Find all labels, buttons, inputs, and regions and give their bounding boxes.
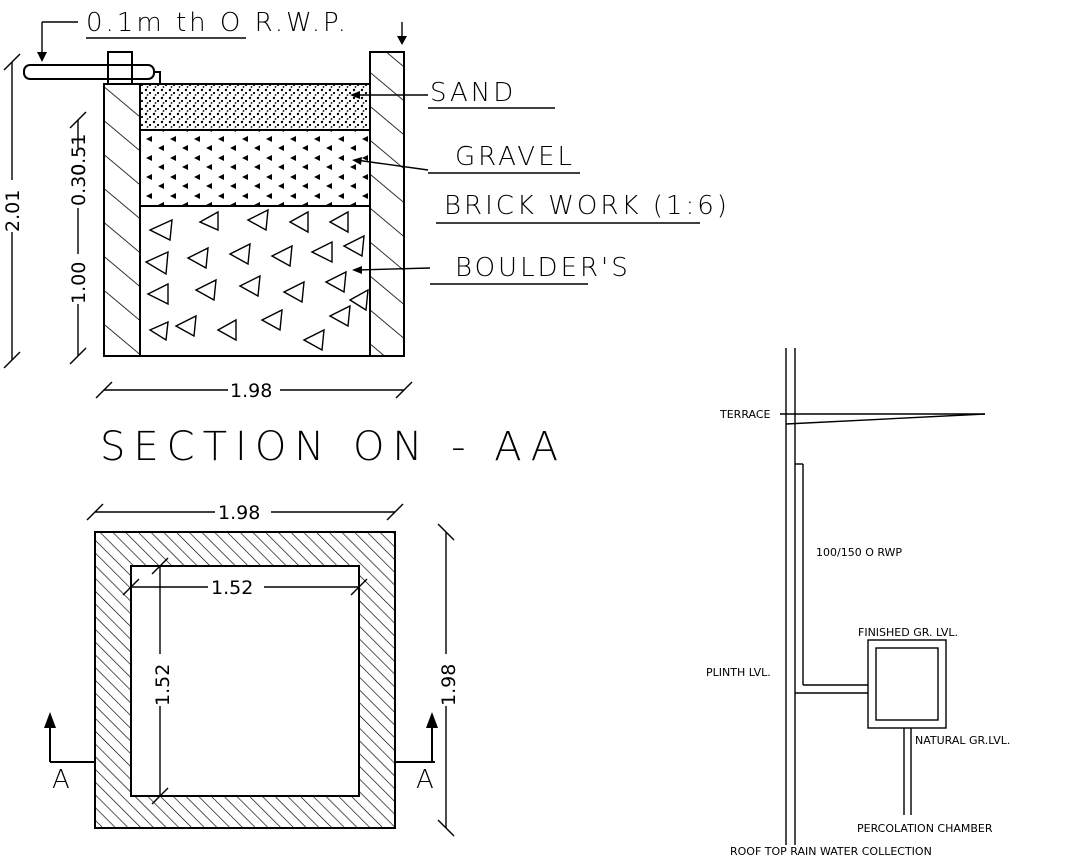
terrace-slope (785, 413, 986, 425)
sand-layer (140, 84, 370, 130)
finished-gl-label: FINISHED GR. LVL. (858, 626, 958, 639)
dim-width: 1.98 (230, 380, 272, 402)
boulder-label: BOULDER'S (455, 253, 631, 283)
chamber-inner (875, 647, 939, 721)
cut-label-left: A (52, 765, 73, 795)
dim-gravel-height: 0.30 (68, 164, 90, 206)
dim-sand-height: 0.51 (68, 134, 90, 176)
left-wall-hatch (104, 84, 140, 356)
dim-boulder-height: 1.00 (68, 262, 90, 304)
gravel-leader (355, 159, 429, 171)
natural-gl-label: NATURAL GR.LVL. (915, 734, 1010, 747)
pipe-bend (154, 71, 161, 85)
brick-label: BRICK WORK (1:6) (444, 191, 730, 221)
cut-arrow-right (426, 712, 438, 728)
plan-inner-wall (130, 565, 360, 797)
plan-dim-inner-width: 1.52 (211, 577, 253, 599)
pipe-arrow (37, 52, 47, 62)
rwp-label: 100/150 O RWP (816, 546, 902, 559)
boulder-layer (144, 208, 369, 352)
gravel-label: GRAVEL (455, 142, 575, 172)
pipe-arrow-right (397, 36, 407, 45)
plan-dim-inner-height: 1.52 (152, 664, 174, 706)
chamber-outer (867, 639, 947, 729)
section-title: SECTION ON - AA (100, 424, 566, 470)
inlet-pipe (23, 64, 155, 80)
section-view: 0.1m th O R.W.P. (2, 8, 730, 470)
boulder-leader (355, 267, 431, 271)
plan-view: 1.98 1.52 1.52 1.98 A A (44, 502, 460, 837)
scheme-caption: ROOF TOP RAIN WATER COLLECTION (730, 845, 932, 855)
plan-dim-outer-width: 1.98 (218, 502, 260, 524)
plan-outer-wall (94, 531, 396, 829)
plan-dim-outer-height: 1.98 (438, 664, 460, 706)
chamber-label: PERCOLATION CHAMBER (857, 822, 993, 835)
dim-total-height: 2.01 (2, 190, 24, 232)
left-wall-cap (107, 51, 133, 85)
right-wall-hatch (370, 52, 404, 356)
cut-arrow-left (44, 712, 56, 728)
pipe-label: 0.1m th O R.W.P. (86, 8, 349, 38)
plinth-label: PLINTH LVL. (706, 666, 771, 679)
gravel-layer (140, 130, 370, 206)
sand-label: SAND (430, 78, 516, 108)
collection-schematic: TERRACE 100/150 O RWP FINISHED GR. LVL. … (706, 348, 1010, 855)
cut-label-right: A (416, 765, 437, 795)
terrace-label: TERRACE (719, 408, 771, 421)
